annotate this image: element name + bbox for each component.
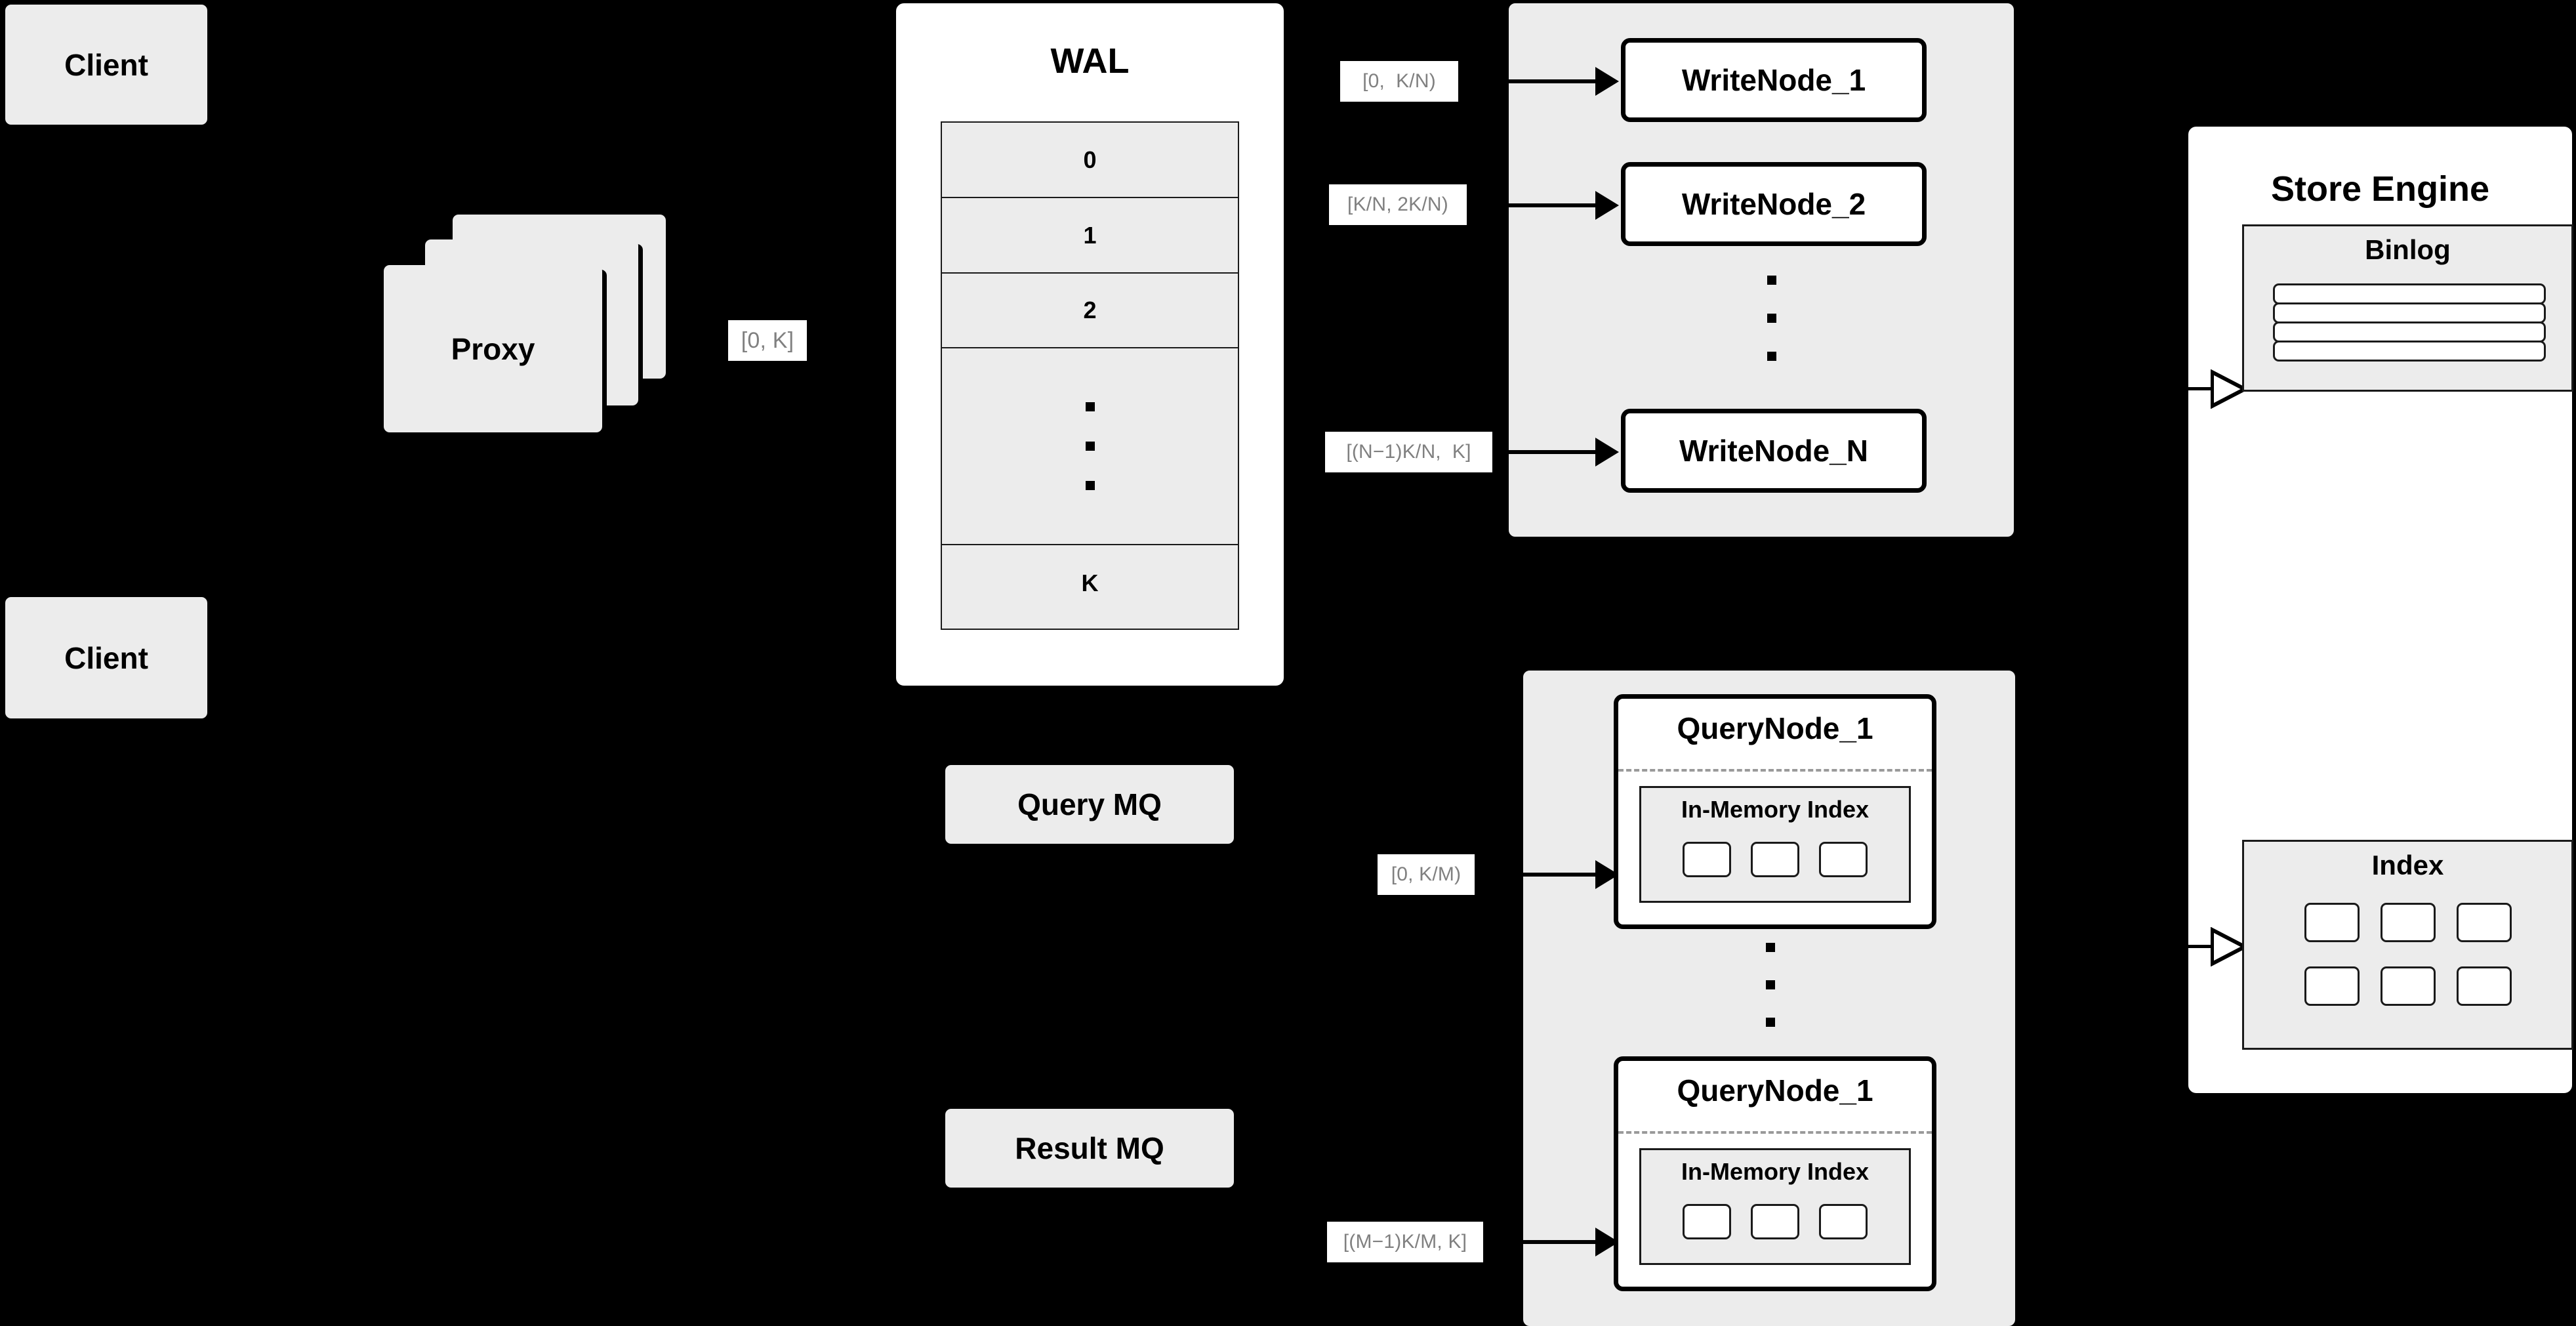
query-node-1-range-label: [0, K/M): [1378, 854, 1475, 895]
query-node-m[interactable]: QueryNode_1 In-Memory Index: [1614, 1056, 1936, 1291]
index-cell: [2304, 903, 2360, 942]
wal-row: K: [1081, 569, 1099, 596]
write-node-n-range-label: [(N−1)K/N, K]: [1325, 432, 1492, 472]
proxy-box[interactable]: Proxy: [384, 265, 602, 432]
binlog-panel: Binlog: [2242, 224, 2573, 392]
write-node-label: WriteNode_N: [1679, 434, 1868, 468]
client-label: Client: [64, 640, 148, 675]
index-cell: [1751, 842, 1799, 877]
arrow-to-write-node-1: [1467, 79, 1603, 83]
write-node-2[interactable]: WriteNode_2: [1621, 162, 1927, 246]
wal-row: 0: [942, 123, 1238, 198]
arrow-head-icon: [1595, 438, 1619, 466]
wal-row: 2: [942, 274, 1238, 348]
query-mq-box[interactable]: Query MQ: [945, 765, 1234, 844]
in-memory-index-panel: In-Memory Index: [1639, 786, 1911, 903]
store-engine-title: Store Engine: [2270, 169, 2490, 209]
binlog-row: [2273, 302, 2546, 323]
arrow-head-icon: [1595, 67, 1619, 96]
query-node-1[interactable]: QueryNode_1 In-Memory Index: [1614, 694, 1936, 929]
query-node-label: QueryNode_1: [1677, 1073, 1873, 1108]
wal-title: WAL: [1050, 41, 1130, 81]
result-mq-label: Result MQ: [1015, 1131, 1164, 1165]
write-node-label: WriteNode_1: [1681, 63, 1866, 97]
index-cell: [1683, 842, 1731, 877]
binlog-title: Binlog: [2365, 234, 2451, 265]
vertical-dots-icon: [1085, 402, 1095, 490]
index-panel: Index: [2242, 840, 2573, 1050]
arrow-to-write-node-2: [1475, 203, 1603, 207]
index-cell: [2304, 966, 2360, 1006]
in-memory-index-title: In-Memory Index: [1681, 1158, 1870, 1185]
write-node-2-range-label: [K/N, 2K/N): [1329, 184, 1467, 225]
index-cell: [1683, 1204, 1731, 1239]
index-cell: [2456, 903, 2512, 942]
binlog-row: [2273, 283, 2546, 304]
wal-row-ellipsis: [942, 348, 1238, 545]
write-node-label: WriteNode_2: [1681, 187, 1866, 221]
wal-row: 1: [942, 198, 1238, 274]
index-cell: [1751, 1204, 1799, 1239]
query-node-divider: [1618, 1131, 1932, 1134]
binlog-row: [2273, 341, 2546, 362]
arrow-head-hollow-icon: [2211, 927, 2249, 966]
client-box-2[interactable]: Client: [5, 597, 207, 718]
index-cell: [1819, 842, 1868, 877]
result-mq-box[interactable]: Result MQ: [945, 1109, 1234, 1188]
client-box-1[interactable]: Client: [5, 5, 207, 125]
arrow-to-binlog: [2188, 387, 2216, 390]
client-label: Client: [64, 47, 148, 82]
index-cell: [2380, 966, 2436, 1006]
arrow-to-write-node-n: [1500, 450, 1603, 454]
arrow-head-icon: [1595, 191, 1619, 220]
write-node-1[interactable]: WriteNode_1: [1621, 38, 1927, 122]
proxy-label: Proxy: [451, 331, 535, 366]
query-node-vertical-dots-icon: [1766, 943, 1775, 1027]
write-node-vertical-dots-icon: [1767, 276, 1776, 361]
index-cell: [2380, 903, 2436, 942]
query-node-label: QueryNode_1: [1677, 711, 1873, 745]
write-node-1-range-label: [0, K/N): [1340, 61, 1458, 102]
arrow-to-query-node-1: [1482, 873, 1603, 877]
write-node-n[interactable]: WriteNode_N: [1621, 409, 1927, 493]
index-cell: [2456, 966, 2512, 1006]
binlog-row: [2273, 321, 2546, 342]
arrow-to-query-node-m: [1491, 1240, 1603, 1244]
in-memory-index-panel: In-Memory Index: [1639, 1148, 1911, 1265]
query-mq-label: Query MQ: [1017, 787, 1162, 821]
arrow-head-hollow-icon: [2211, 369, 2249, 409]
arrow-to-index: [2188, 945, 2216, 948]
query-node-m-range-label: [(M−1)K/M, K]: [1327, 1222, 1483, 1262]
index-title: Index: [2371, 850, 2444, 881]
index-cell: [1819, 1204, 1868, 1239]
in-memory-index-title: In-Memory Index: [1681, 796, 1870, 823]
proxy-out-range-label: [0, K]: [728, 320, 807, 361]
query-node-divider: [1618, 769, 1932, 772]
wal-entry-list: 0 1 2 K: [941, 121, 1239, 630]
